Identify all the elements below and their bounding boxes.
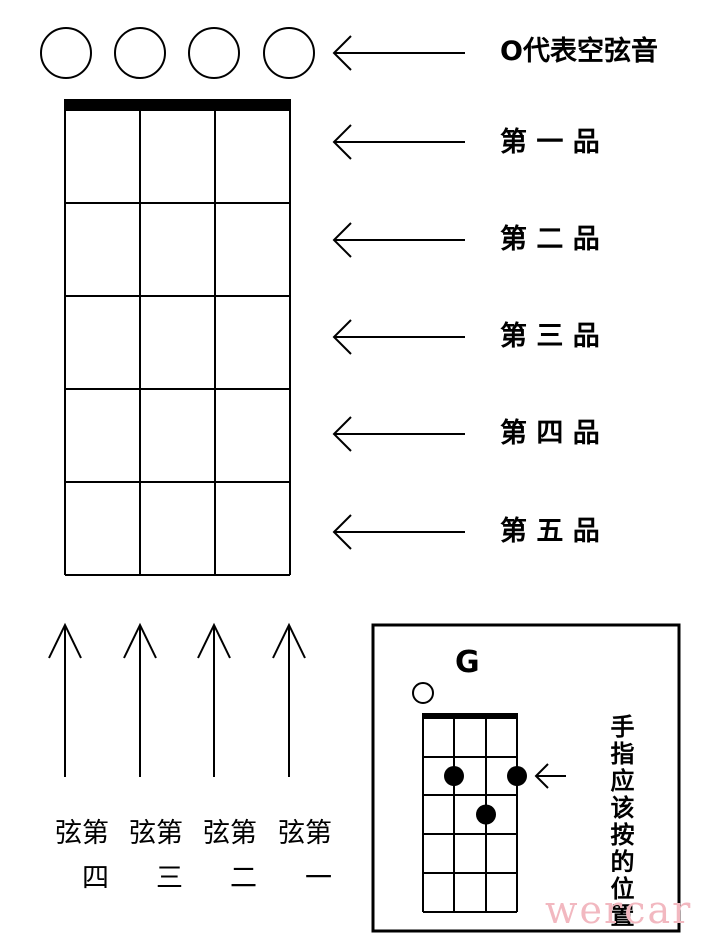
pointer-arrow-4-head bbox=[332, 416, 352, 452]
open-string-circle-4 bbox=[263, 27, 315, 79]
chord-example-box bbox=[371, 623, 681, 933]
string-arrow-2-head bbox=[123, 622, 157, 659]
string-label-4: 第四弦 bbox=[50, 818, 108, 908]
string-label-3: 第三弦 bbox=[124, 818, 182, 908]
open-string-circle-1 bbox=[40, 27, 92, 79]
fret-label-3: 第 三 品 bbox=[500, 321, 600, 352]
string-label-1: 第一弦 bbox=[273, 818, 331, 908]
pointer-arrow-5-head bbox=[332, 514, 352, 550]
fret-label-1: 第 一 品 bbox=[500, 127, 600, 158]
pointer-arrow-1-head bbox=[332, 124, 352, 160]
mini-nut bbox=[422, 713, 518, 718]
fret-label-5: 第 五 品 bbox=[500, 516, 600, 547]
string-arrow-1-head bbox=[48, 622, 82, 659]
fret-label-2: 第 二 品 bbox=[500, 224, 600, 255]
nut bbox=[64, 99, 291, 110]
mini-open-circle bbox=[412, 682, 434, 704]
open-string-circle-3 bbox=[188, 27, 240, 79]
finger-dot-1 bbox=[444, 766, 464, 786]
chord-name: G bbox=[455, 645, 480, 680]
pointer-arrow-2-head bbox=[332, 222, 352, 258]
open-string-label: O代表空弦音 bbox=[500, 36, 658, 67]
finger-position-annotation: 手指应该按的位置 bbox=[606, 714, 634, 930]
watermark: wercar bbox=[545, 888, 693, 932]
annotation-arrow-head bbox=[534, 763, 549, 789]
fret-label-4: 第 四 品 bbox=[500, 418, 600, 449]
string-arrow-3-head bbox=[197, 622, 231, 659]
open-string-circle-2 bbox=[114, 27, 166, 79]
pointer-arrow-0-head bbox=[332, 35, 352, 71]
string-arrow-4-head bbox=[272, 622, 306, 659]
string-label-2: 第二弦 bbox=[198, 818, 256, 908]
finger-dot-3 bbox=[476, 804, 496, 825]
pointer-arrow-3-head bbox=[332, 319, 352, 355]
finger-dot-2 bbox=[507, 766, 527, 786]
